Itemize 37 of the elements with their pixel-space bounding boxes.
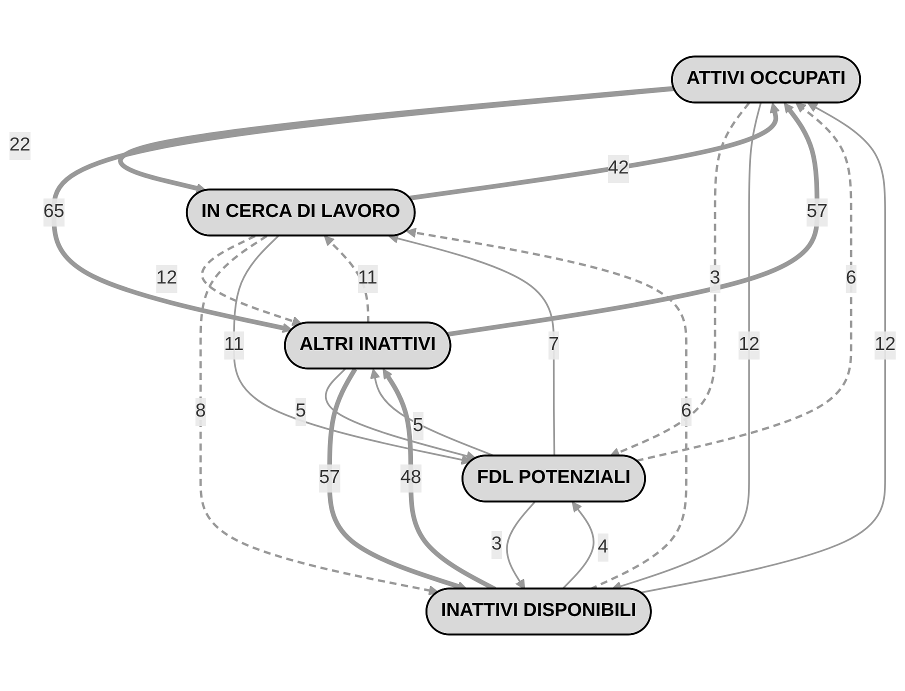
edge-label: 57 xyxy=(319,468,340,488)
edge-label: 7 xyxy=(548,334,560,355)
arrow xyxy=(324,236,370,324)
arrow xyxy=(406,228,688,590)
edge-label: 12 xyxy=(738,334,760,355)
arrow xyxy=(636,102,852,462)
edge-label: 11 xyxy=(224,334,244,355)
arrow xyxy=(233,235,472,465)
arrow xyxy=(640,102,886,594)
arrow xyxy=(199,235,439,596)
edge-label: 12 xyxy=(156,268,178,288)
arrow xyxy=(409,102,780,200)
edge-label: 65 xyxy=(43,202,64,222)
edge-label: 4 xyxy=(598,537,608,558)
edge-label: 3 xyxy=(491,534,502,554)
arrow xyxy=(118,86,674,194)
edge-label: 8 xyxy=(195,401,206,422)
arrow xyxy=(324,368,476,462)
arrow xyxy=(52,86,674,334)
edge-label: 11 xyxy=(358,268,378,288)
edge-label: 48 xyxy=(400,468,422,488)
arrow xyxy=(447,102,820,337)
arrow xyxy=(562,502,594,590)
edge-label: 57 xyxy=(806,202,828,222)
edge-label: 22 xyxy=(9,135,30,156)
edge-label: 12 xyxy=(874,334,896,355)
edge-label: 6 xyxy=(846,268,856,288)
arrow xyxy=(388,233,556,456)
edge-label: 5 xyxy=(296,401,306,422)
edge-label: 6 xyxy=(681,401,692,422)
edge-label: 5 xyxy=(412,416,424,436)
arrow xyxy=(370,368,496,457)
edge-label: 42 xyxy=(608,158,629,178)
edge-label: 3 xyxy=(710,268,720,288)
arrow xyxy=(610,102,750,458)
arrow xyxy=(201,234,302,326)
arrow xyxy=(506,501,536,590)
